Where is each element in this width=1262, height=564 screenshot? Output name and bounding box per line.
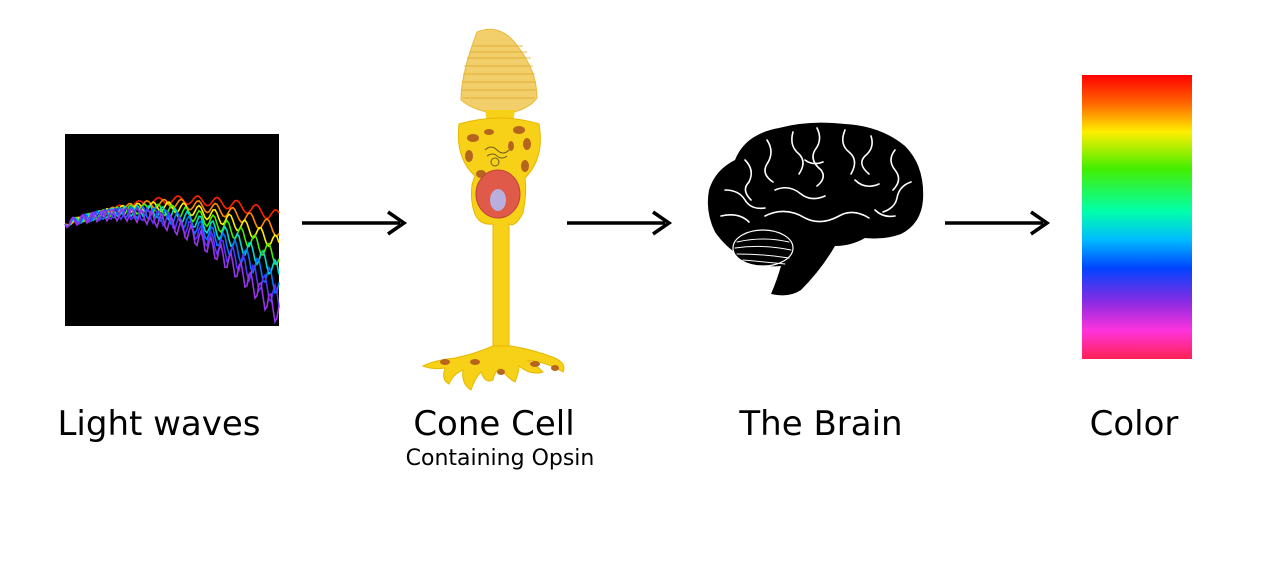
step-sublabel-cone-cell: Containing Opsin [405,446,595,471]
step-label-light-waves: Light waves [57,404,261,444]
wave-line [64,205,280,308]
arrow-right-icon [945,210,1051,236]
arrow-right-icon [302,210,408,236]
arrow-right-icon [567,210,673,236]
light-waves-icon [64,134,280,326]
step-label-brain: The Brain [739,404,903,444]
cone-cell-icon [421,28,565,391]
step-label-cone-cell: Cone Cell [413,404,575,444]
brain-icon [707,122,924,296]
wave-line [64,207,280,325]
step-label-color: Color [1089,404,1179,444]
color-spectrum-icon [1082,75,1192,359]
